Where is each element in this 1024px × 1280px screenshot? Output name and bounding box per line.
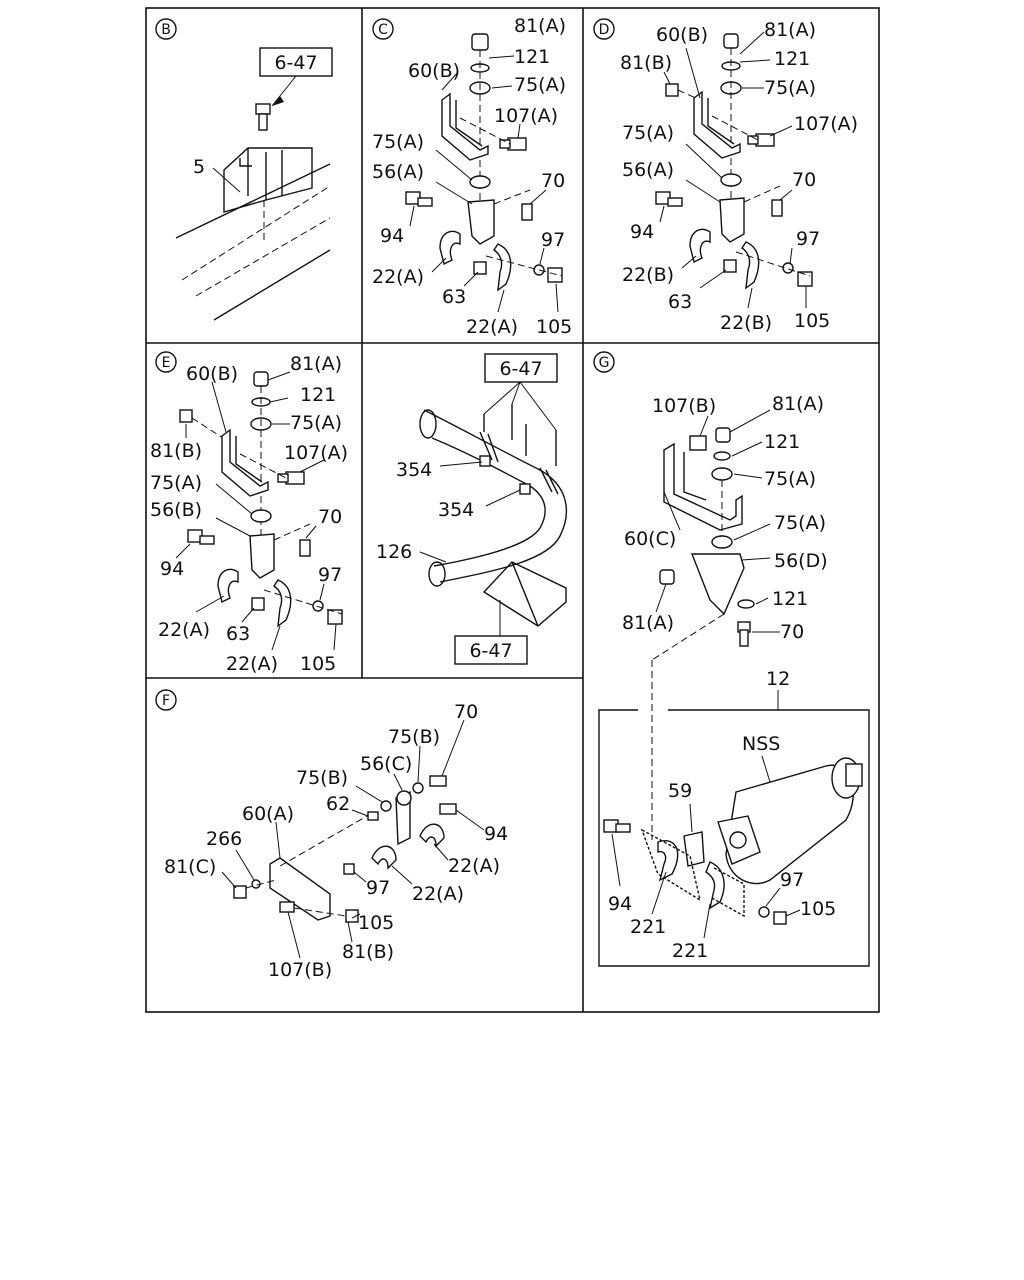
panel-d-letter: D <box>599 22 610 38</box>
panel-g-label-1: 81(A) <box>772 393 824 415</box>
panel-b-letter: B <box>161 22 171 38</box>
panel-c-label-2: 60(B) <box>408 60 460 82</box>
pipe-refbox-bottom: 6-47 <box>469 640 512 662</box>
panel-c-label-5: 75(A) <box>372 131 424 153</box>
panel-c-label-3: 75(A) <box>514 74 566 96</box>
panel-d-label-6: 75(A) <box>622 122 674 144</box>
panel-e-label-3: 81(B) <box>150 440 202 462</box>
panel-e-label-2: 121 <box>300 384 336 406</box>
panel-g-label-5: 60(C) <box>624 528 676 550</box>
panel-f-label-9: 22(A) <box>448 855 500 877</box>
panel-e-label-6: 75(A) <box>150 472 202 494</box>
panel-b: B 6-47 5 <box>155 18 333 321</box>
panel-b-refbox: 6-47 <box>274 52 317 74</box>
panel-f-label-12: 105 <box>358 912 394 934</box>
panel-c-letter: C <box>378 22 388 38</box>
panel-e-label-5: 107(A) <box>284 442 348 464</box>
pipe-label-2: 126 <box>376 541 412 563</box>
panel-f-label-11: 22(A) <box>412 883 464 905</box>
panel-e-label-0: 60(B) <box>186 363 238 385</box>
panel-d-label-5: 107(A) <box>794 113 858 135</box>
panel-e-label-7: 56(B) <box>150 499 202 521</box>
panel-b-label-0: 5 <box>193 156 205 178</box>
panel-f-label-4: 60(A) <box>242 803 294 825</box>
panel-g-label-6: 56(D) <box>774 550 828 572</box>
panel-f-letter: F <box>162 693 170 709</box>
panel-e-label-4: 75(A) <box>290 412 342 434</box>
panel-f-label-0: 70 <box>454 701 478 723</box>
panel-d-label-1: 81(A) <box>764 19 816 41</box>
panel-f-label-2: 56(C) <box>360 753 412 775</box>
panel-d-label-7: 56(A) <box>622 159 674 181</box>
panel-f-label-1: 75(B) <box>388 726 440 748</box>
panel-c-label-6: 56(A) <box>372 161 424 183</box>
panel-g-label-13: 94 <box>608 893 632 915</box>
panel-d-label-9: 94 <box>630 221 654 243</box>
panel-g-label-10: 12 <box>766 668 790 690</box>
panel-f-label-13: 107(B) <box>268 959 332 981</box>
panel-f-label-10: 97 <box>366 877 390 899</box>
panel-e-label-13: 22(A) <box>226 653 278 675</box>
panel-e-label-12: 63 <box>226 623 250 645</box>
panel-g-label-16: 97 <box>780 869 804 891</box>
panel-c-label-10: 22(A) <box>372 266 424 288</box>
panel-g-label-7: 81(A) <box>622 612 674 634</box>
panel-c-label-12: 22(A) <box>466 316 518 338</box>
panel-d-label-8: 70 <box>792 169 816 191</box>
panel-g-label-15: 221 <box>672 940 708 962</box>
pipe-refbox-top: 6-47 <box>499 358 542 380</box>
panel-g-label-11: NSS <box>742 733 780 755</box>
panel-e-label-8: 70 <box>318 506 342 528</box>
panel-e-label-11: 22(A) <box>158 619 210 641</box>
panel-g-label-2: 121 <box>764 431 800 453</box>
panel-e-label-9: 94 <box>160 558 184 580</box>
pipe-label-0: 354 <box>396 459 432 481</box>
panel-d: D 60(B <box>593 18 858 334</box>
panel-c-label-4: 107(A) <box>494 105 558 127</box>
panel-g-label-3: 75(A) <box>764 468 816 490</box>
panel-g-label-14: 221 <box>630 916 666 938</box>
panel-f-label-6: 266 <box>206 828 242 850</box>
panel-grid <box>145 7 880 1013</box>
panel-e-label-14: 105 <box>300 653 336 675</box>
panel-g-label-9: 70 <box>780 621 804 643</box>
panel-f-label-5: 62 <box>326 793 350 815</box>
panel-g-label-0: 107(B) <box>652 395 716 417</box>
panel-f-label-14: 81(B) <box>342 941 394 963</box>
pipe-label-1: 354 <box>438 499 474 521</box>
panel-f-label-8: 81(C) <box>164 856 216 878</box>
panel-c-label-11: 63 <box>442 286 466 308</box>
panel-c-label-7: 70 <box>541 170 565 192</box>
panel-e-label-10: 97 <box>318 564 342 586</box>
panel-d-label-3: 121 <box>774 48 810 70</box>
panel-c: C <box>372 15 572 338</box>
panel-d-label-14: 105 <box>794 310 830 332</box>
panel-d-label-11: 22(B) <box>622 264 674 286</box>
panel-d-label-10: 97 <box>796 228 820 250</box>
panel-g-label-17: 105 <box>800 898 836 920</box>
panel-e-label-1: 81(A) <box>290 353 342 375</box>
panel-c-label-8: 94 <box>380 225 404 247</box>
panel-g-label-12: 59 <box>668 780 692 802</box>
panel-d-label-2: 81(B) <box>620 52 672 74</box>
panel-c-label-1: 121 <box>514 46 550 68</box>
panel-d-label-12: 63 <box>668 291 692 313</box>
panel-pipe: 6-47 6-47 354 354 126 <box>376 353 567 665</box>
panel-f-label-7: 94 <box>484 823 508 845</box>
panel-c-label-0: 81(A) <box>514 15 566 37</box>
panel-d-label-13: 22(B) <box>720 312 772 334</box>
panel-f-label-3: 75(B) <box>296 767 348 789</box>
panel-e-letter: E <box>162 355 171 371</box>
panel-g-label-4: 75(A) <box>774 512 826 534</box>
panel-d-label-0: 60(B) <box>656 24 708 46</box>
panel-d-label-4: 75(A) <box>764 77 816 99</box>
panel-g: G 107(B) 81(A) 121 75(A) 75(A) 60(C) 56(… <box>593 351 870 967</box>
panel-g-letter: G <box>599 355 610 371</box>
panel-f: F 70 75(B) <box>155 689 508 981</box>
panel-c-label-9: 97 <box>541 229 565 251</box>
panel-g-label-8: 121 <box>772 588 808 610</box>
panel-c-label-13: 105 <box>536 316 572 338</box>
panel-e: E 60(B <box>150 351 348 675</box>
